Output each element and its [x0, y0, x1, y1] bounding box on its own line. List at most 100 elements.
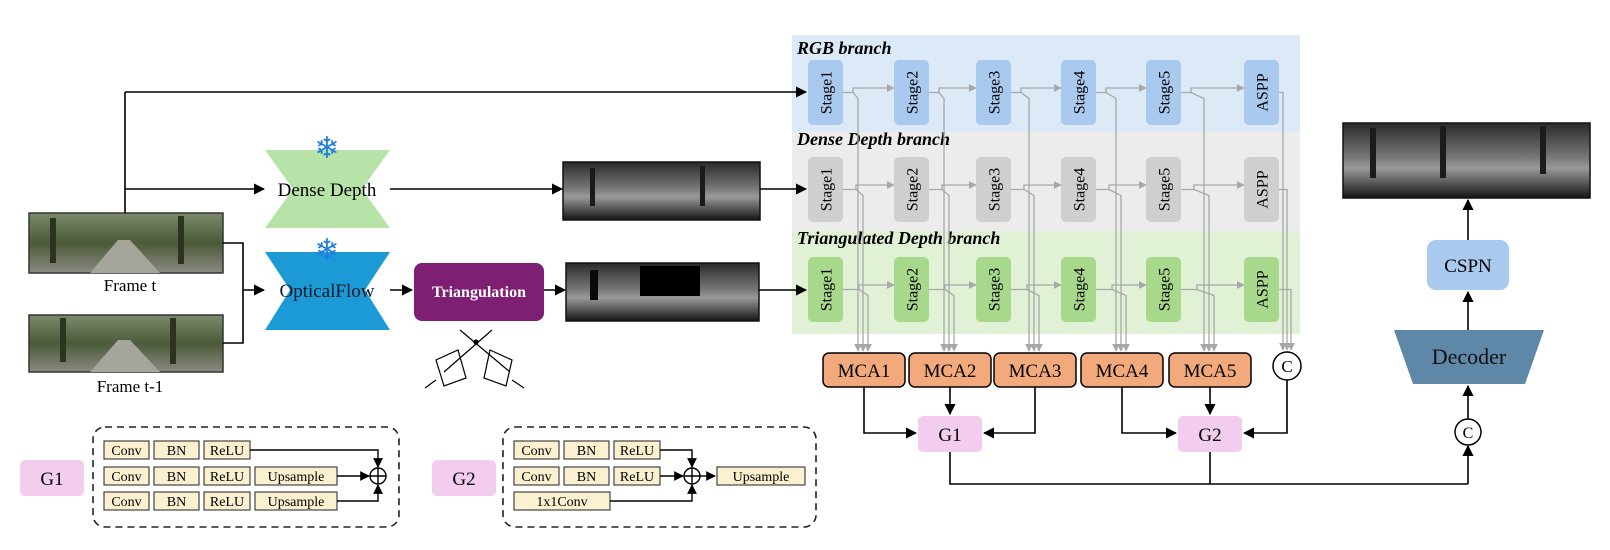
g2-label: G2 — [1198, 425, 1221, 446]
branch-0-stage-4-label: Stage4 — [1072, 71, 1089, 115]
branch-2-to-mca-link — [1111, 288, 1130, 352]
triangulated-branch-band — [792, 231, 1300, 334]
branch-2-aspp-link — [1279, 288, 1295, 351]
g2-row-arrow — [660, 449, 697, 468]
g1-row-1-0-box — [103, 466, 150, 486]
branch-1-stage-6-block — [1244, 157, 1279, 222]
dense-branch-band — [792, 132, 1300, 231]
branch-1-to-mca-link — [1023, 188, 1038, 352]
triangulation-block — [414, 263, 544, 321]
branch-0-to-mca-link — [1105, 91, 1120, 352]
g2-sum-cross — [684, 468, 700, 484]
branch-1-aspp-link — [1279, 188, 1291, 351]
branch-1-stage-6-label: ASPP — [1255, 170, 1272, 208]
cspn-label: CSPN — [1444, 256, 1492, 277]
dense-depth-map-image — [562, 161, 761, 221]
g2-row-0-2-label: ReLU — [620, 444, 654, 459]
mca-4-label: MCA4 — [1096, 361, 1149, 382]
branch-0-aspp-link — [1279, 91, 1287, 351]
branch-0-stage-4-block — [1061, 60, 1096, 125]
branch-0-stage-2-block — [894, 60, 929, 125]
branch-1-to-mca-link — [1193, 188, 1213, 352]
branch-0-stage-link — [1181, 84, 1245, 94]
final-concat-symbol: C — [1463, 425, 1474, 442]
branch-1-stage-3-label: Stage3 — [987, 168, 1004, 212]
branch-2-stage-3-block — [976, 257, 1011, 322]
g2-row-0-1-box — [563, 440, 610, 460]
branch-2-stage-link — [843, 281, 895, 291]
branch-0-stage-link — [929, 84, 977, 94]
g1-row-1-2-box — [203, 466, 251, 486]
branch-0-stage-link — [843, 84, 895, 94]
g1-row-2-0-label: Conv — [111, 495, 141, 510]
g2-upsample-box — [716, 466, 806, 486]
g2-row-2-0-label: 1x1Conv — [536, 495, 587, 510]
branch-2-stage-2-label: Stage2 — [905, 268, 922, 312]
g1-row-1-3-label: Upsample — [268, 470, 325, 485]
branch-0-to-mca-link — [1190, 91, 1208, 352]
g2-detail-panel — [502, 426, 817, 528]
branch-2-stage-4-label: Stage4 — [1072, 268, 1089, 312]
g1-detail-tag-label: G1 — [40, 469, 63, 490]
branch-2-stage-5-label: Stage5 — [1157, 268, 1174, 312]
rgb-branch-band — [792, 35, 1300, 132]
branch-2-stage-6-label: ASPP — [1255, 270, 1272, 308]
branch-1-stage-link — [843, 181, 895, 191]
branch-1-stage-4-block — [1061, 157, 1096, 222]
g1-row-0-2-label: ReLU — [210, 444, 244, 459]
frame-t-label: Frame t — [104, 276, 157, 295]
frame-t-image — [28, 212, 224, 274]
cspn-block — [1427, 240, 1509, 290]
g1-sum-cross — [370, 468, 386, 484]
g1-row-0-0-box — [103, 440, 150, 460]
branch-0-stage-2-label: Stage2 — [905, 71, 922, 115]
dense-depth-label: Dense Depth — [278, 180, 377, 201]
g2-block — [1178, 416, 1242, 452]
g1-row-0-1-label: BN — [167, 444, 186, 459]
branch-2-stage-2-block — [894, 257, 929, 322]
optical-flow-block — [265, 252, 390, 330]
branch-1-to-mca-link — [855, 189, 867, 352]
g1-label: G1 — [938, 425, 961, 446]
branch-1-stage-2-label: Stage2 — [905, 168, 922, 212]
branch-1-stage-5-label: Stage5 — [1157, 168, 1174, 212]
branch-1-stage-2-block — [894, 157, 929, 222]
branch-2-stage-4-block — [1061, 257, 1096, 322]
optical-flow-snowflake-icon: ❄ — [314, 234, 339, 267]
g2-detail-tag — [432, 460, 496, 496]
g1-row-arrow — [337, 484, 383, 502]
rgb-branch-title: RGB branch — [796, 38, 892, 58]
branch-2-stage-5-block — [1146, 257, 1181, 322]
g1-row-2-2-label: ReLU — [210, 495, 244, 510]
g1-row-arrow — [250, 449, 383, 468]
branch-1-stage-1-label: Stage1 — [819, 168, 836, 212]
branch-2-stage-1-label: Stage1 — [819, 268, 836, 312]
g2-detail-tag-label: G2 — [452, 469, 475, 490]
branch-2-stage-6-block — [1244, 257, 1279, 322]
branch-2-stage-link — [1181, 281, 1245, 291]
g1-detail-panel — [92, 426, 400, 528]
branch-1-stage-link — [1181, 181, 1245, 191]
g2-row-1-0-label: Conv — [521, 470, 551, 485]
g1-detail-tag — [20, 460, 84, 496]
triangulated-branch-title: Triangulated Depth branch — [797, 228, 1000, 248]
g2-row-arrow — [610, 484, 697, 502]
branch-2-to-mca-link — [1026, 288, 1043, 352]
mca-to-group-connectors — [863, 380, 1474, 485]
input-connectors — [124, 86, 808, 344]
g1-row-2-0-box — [103, 491, 150, 511]
branch-1-stage-link — [929, 181, 977, 191]
branch-0-to-mca-link — [938, 92, 948, 352]
branch-0-to-mca-link — [1020, 91, 1033, 352]
mca-5-label: MCA5 — [1184, 361, 1237, 382]
branch-1-stage-link — [1011, 181, 1062, 191]
g1-row-1-0-label: Conv — [111, 470, 141, 485]
branch-0-to-mca-link — [852, 92, 862, 352]
g2-row-0-0-label: Conv — [521, 444, 551, 459]
decoder-block — [1394, 330, 1544, 384]
branch-0-stage-1-label: Stage1 — [819, 71, 836, 115]
branch-2-to-mca-link — [944, 288, 958, 352]
dense-depth-snowflake-icon: ❄ — [314, 132, 339, 165]
branch-0-stage-5-label: Stage5 — [1157, 71, 1174, 115]
